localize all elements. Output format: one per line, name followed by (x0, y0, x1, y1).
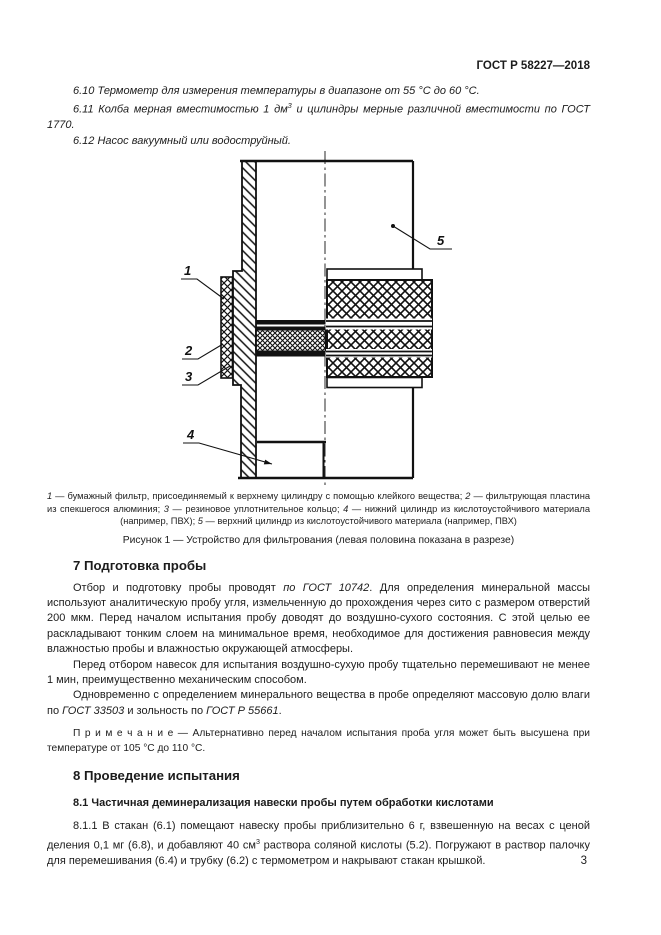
sealing-ring-section (220, 276, 234, 380)
doc-number: ГОСТ Р 58227—2018 (476, 60, 590, 72)
clause-6-10: 6.10 Термометр для измерения температуры… (73, 85, 480, 97)
caption-key-2: 2 (465, 491, 471, 502)
figure-labels: 1 2 3 4 5 (184, 233, 445, 442)
section-7-paragraph-1: Отбор и подготовку пробы проводят по ГОС… (47, 581, 590, 658)
leader-1 (181, 278, 225, 300)
caption-key-5: 5 (197, 516, 203, 527)
leader-2 (182, 343, 224, 360)
caption-key-4: 4 (343, 503, 349, 514)
figure-label-3: 3 (185, 369, 193, 384)
section-8-1-title: 8.1 Частичная деминерализация навески пр… (73, 797, 494, 810)
section-7-title: 7 Подготовка пробы (73, 557, 207, 573)
section-7-paragraph-3: Одновременно с определением минерального… (47, 688, 590, 719)
p1-text2: . Для определения минеральной массы испо… (47, 581, 591, 656)
figure-label-2: 2 (184, 343, 193, 358)
leader-4-arrowhead (263, 459, 272, 465)
gost-55661-ref: ГОСТ Р 55661 (206, 704, 279, 717)
gost-10742-ref: по ГОСТ 10742 (283, 581, 370, 594)
section-8-1-1-paragraph: 8.1.1 В стакан (6.1) помещают навеску пр… (47, 819, 590, 869)
p3-text3: . (278, 704, 282, 717)
caption-text-4: — нижний цилиндр из кислотоустойчивого м… (120, 503, 590, 527)
leader-5 (392, 225, 452, 250)
section-7-paragraph-2: Перед отбором навесок для испытания возд… (47, 658, 590, 686)
figure-caption: 1 — бумажный фильтр, присоединяемый к ве… (47, 490, 590, 527)
p811-text2: раствора соляной кислоты (5.2). Погружаю… (47, 839, 590, 867)
caption-text-5: — верхний цилиндр из кислотоустойчивого … (202, 516, 517, 527)
figure-title: Рисунок 1 — Устройство для фильтрования … (122, 534, 515, 546)
page-number: 3 (580, 855, 587, 867)
clause-6-12: 6.12 Насос вакуумный или водоструйный. (73, 134, 291, 147)
clause-6-11-text: 6.11 Колба мерная вместимостью 1 дм (73, 104, 288, 117)
caption-text-2: — фильтрующая пластина из спекшегося алю… (47, 491, 590, 514)
upper-flange (326, 268, 423, 282)
p3-text: Одновременно с определением минерального… (47, 689, 590, 717)
p1-text: Отбор и подготовку пробы проводят (73, 581, 284, 594)
figure-label-1: 1 (184, 263, 191, 278)
section-8-title: 8 Проведение испытания (73, 768, 240, 784)
caption-text-3: — резиновое уплотнительное кольцо; (168, 503, 344, 514)
filter-plate-band (255, 320, 326, 357)
figure-label-5: 5 (437, 233, 445, 248)
figure-1: 1 2 3 4 5 (47, 149, 590, 487)
lower-flange (326, 376, 423, 389)
clause-list: 6.10 Термометр для измерения температуры… (47, 84, 590, 149)
note: П р и м е ч а н и е — Альтернативно пере… (47, 728, 590, 754)
clause-6-11: 6.11 Колба мерная вместимостью 1 дм3 и ц… (47, 99, 590, 133)
clause-6-11-text2: и цилиндры мерные различной вместимости … (47, 104, 591, 132)
superscript-3: 3 (287, 102, 292, 111)
leader-4 (183, 442, 273, 465)
caption-key-1: 1 (47, 491, 53, 502)
figure-label-4: 4 (186, 427, 195, 442)
caption-key-3: 3 (163, 503, 169, 514)
joint-lines (326, 318, 432, 358)
text-block: ГОСТ Р 58227—2018 6.10 Термометр для изм… (47, 0, 590, 869)
gost-33503-ref: ГОСТ 33503 (62, 704, 125, 717)
superscript-3: 3 (255, 837, 260, 846)
p3-text2: и зольность по (124, 704, 207, 717)
leader-3 (182, 365, 231, 386)
cylinder-wall-section (232, 160, 257, 480)
leader-5-dot (391, 224, 395, 229)
caption-text-1: — бумажный фильтр, присоединяемый к верх… (52, 491, 466, 502)
leader-lines (181, 225, 452, 465)
figure-device-drawing: 1 2 3 4 5 (181, 151, 452, 487)
p811-text: 8.1.1 В стакан (6.1) помещают навеску пр… (47, 820, 590, 852)
